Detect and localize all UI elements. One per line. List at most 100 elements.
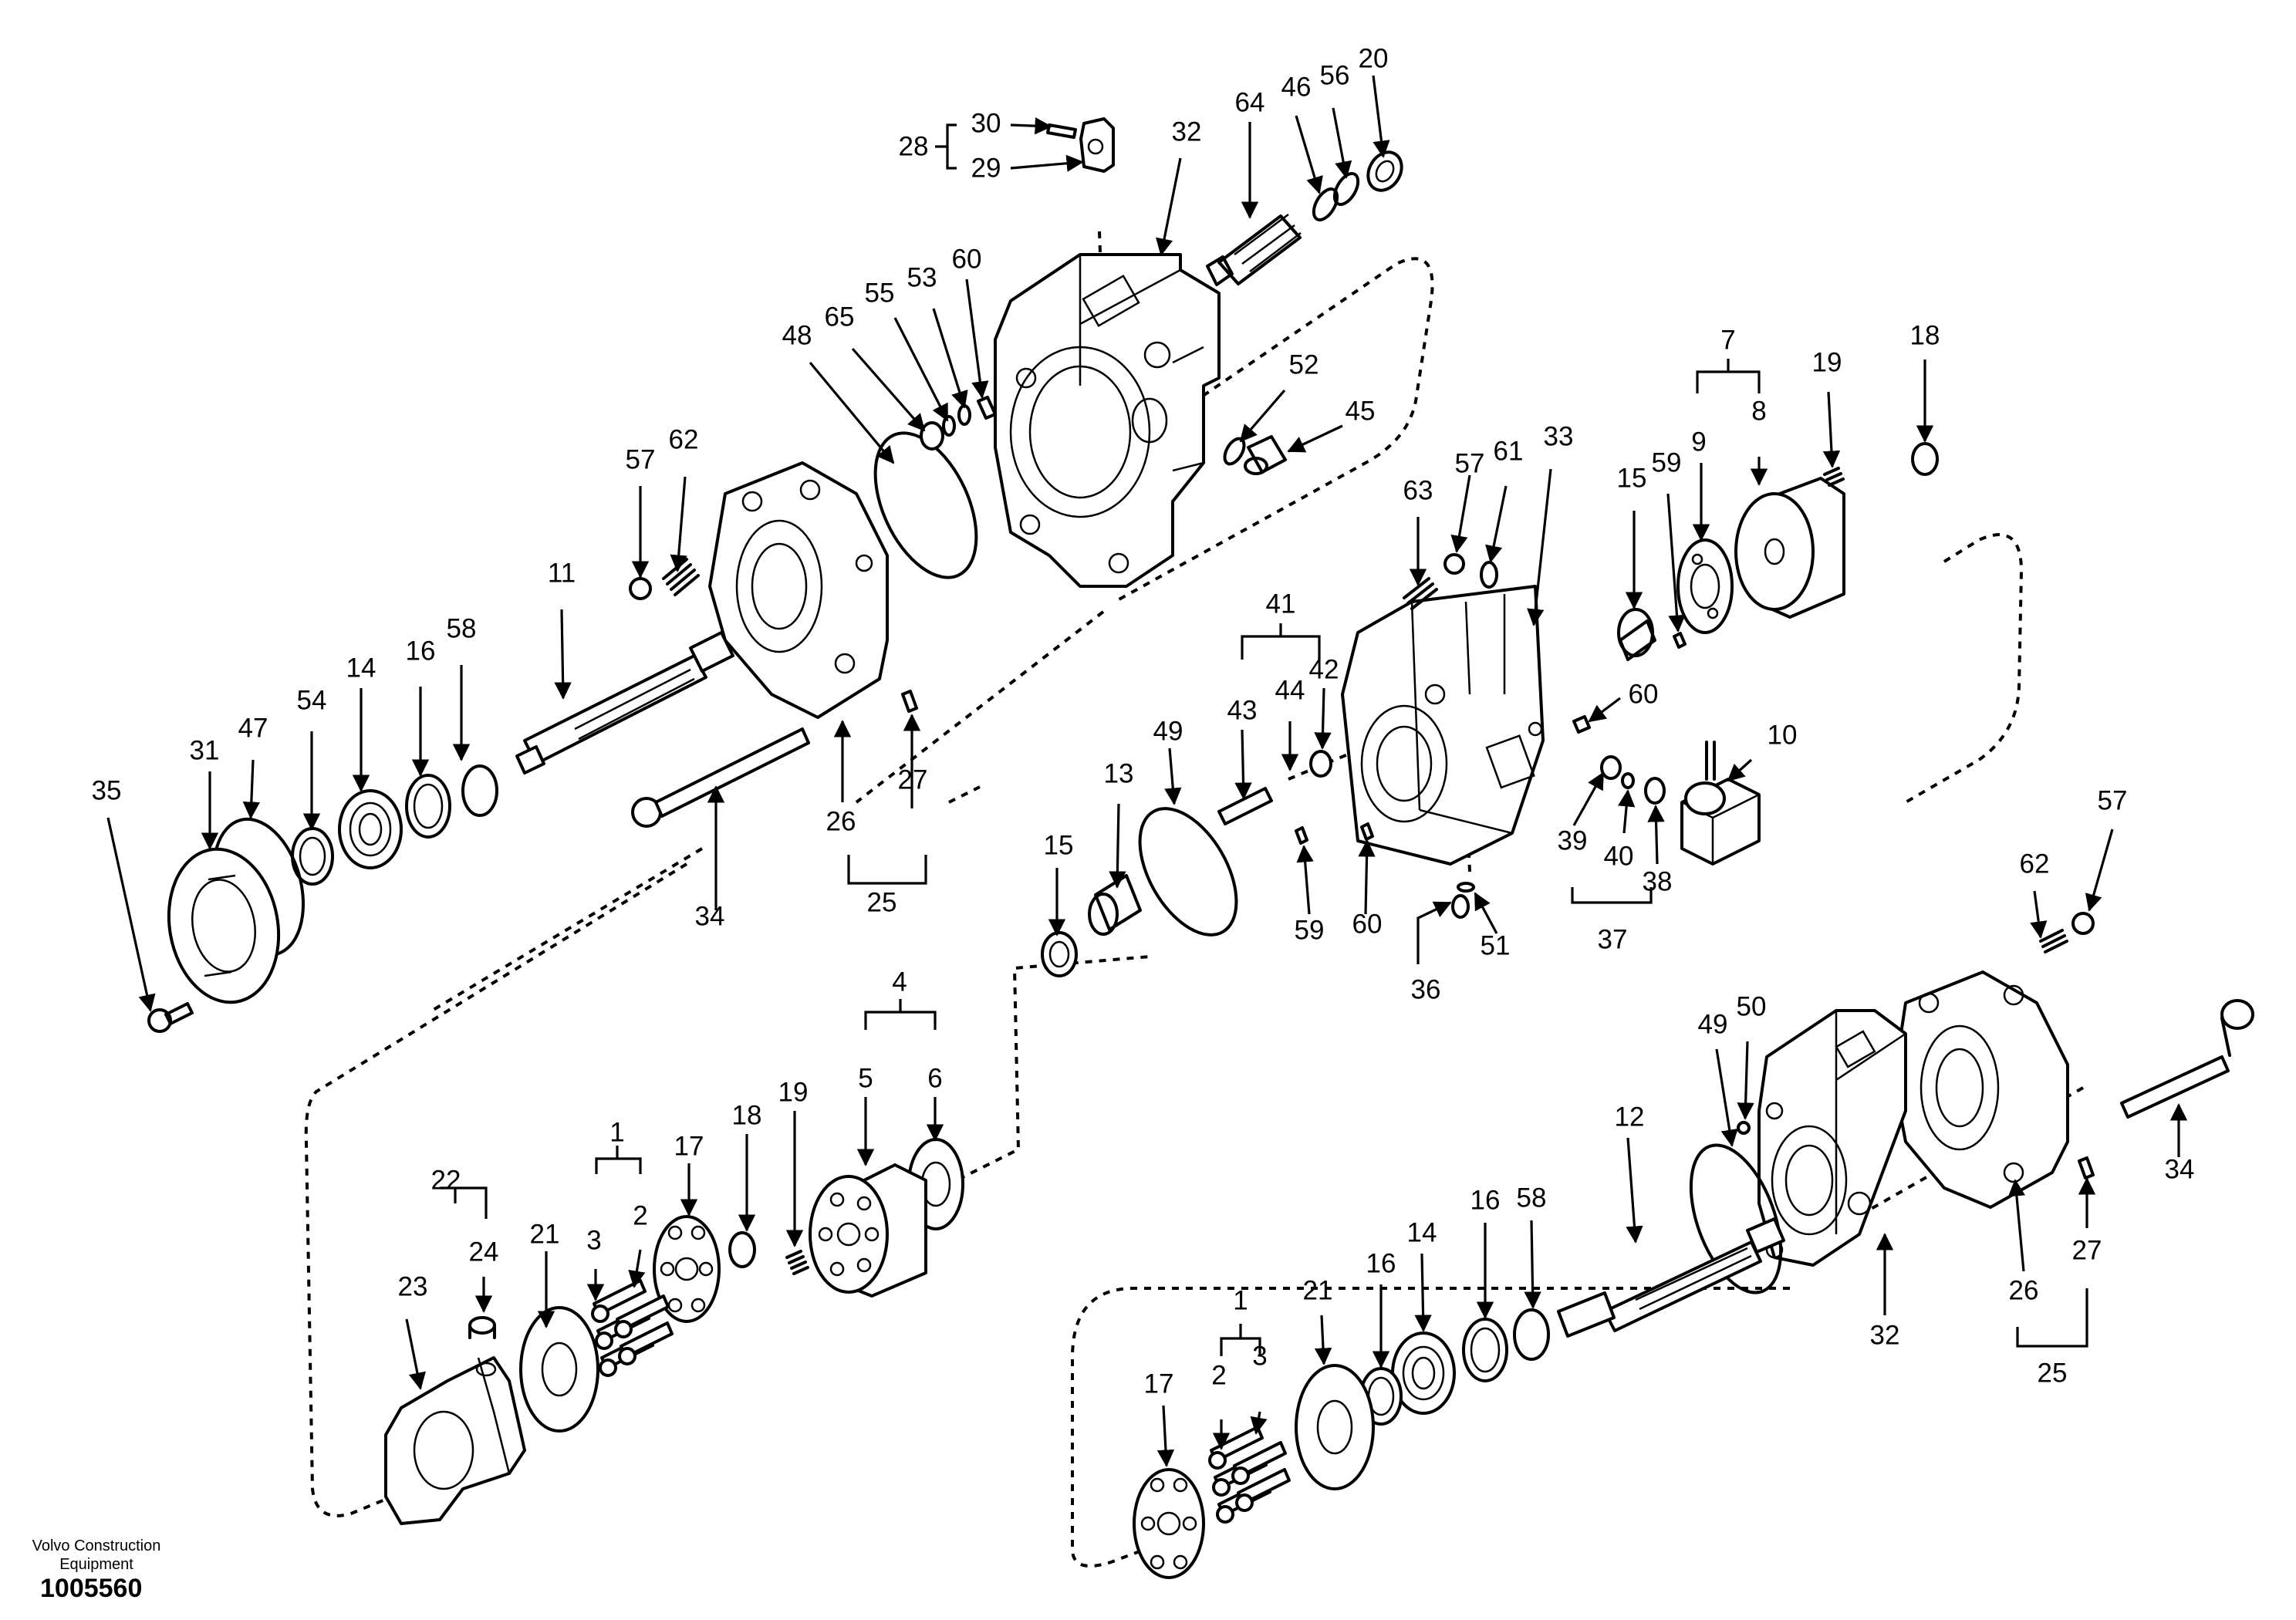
bolt-57-left (629, 577, 652, 600)
o-ring-46-part (1312, 187, 1339, 221)
callout-15-mid: 15 (1044, 830, 1074, 860)
callout-2-left: 2 (633, 1200, 647, 1230)
o-ring-49-right (1689, 1143, 1783, 1294)
nut-57-center (1443, 553, 1465, 575)
callout-62-left: 62 (669, 424, 699, 454)
callout-26-left: 26 (826, 806, 856, 836)
callout-60-center: 60 (1352, 909, 1383, 939)
callout-3-left: 3 (586, 1225, 601, 1255)
callout-60-top: 60 (952, 244, 982, 274)
pin-27-left (901, 690, 918, 713)
callout-17-left: 17 (674, 1131, 704, 1161)
callout-52: 52 (1289, 349, 1319, 380)
callout-54: 54 (297, 685, 327, 715)
pin-43-part (1217, 787, 1273, 825)
bolt-34-left (631, 727, 810, 828)
callout-29: 29 (971, 153, 1001, 183)
callout-57-left: 57 (626, 444, 656, 474)
ring-56-part (1332, 172, 1360, 206)
callout-25-right: 25 (2038, 1358, 2068, 1388)
small-parts-65-55-53-60 (920, 396, 997, 451)
callout-59-upper: 59 (1652, 447, 1682, 478)
bearing-14-left (338, 789, 403, 869)
spacer-16-right-a (1462, 1318, 1508, 1382)
pin-60-right (1572, 715, 1591, 734)
valve-block-33 (1341, 585, 1545, 866)
callout-20: 20 (1359, 43, 1389, 73)
callout-11: 11 (548, 558, 576, 588)
callout-48: 48 (782, 320, 812, 350)
callout-7: 7 (1720, 325, 1735, 355)
parts-37-group (1600, 755, 1666, 805)
bearing-race-58-left (461, 764, 498, 817)
pin-27-right (2078, 1156, 2095, 1180)
callout-16-left: 16 (406, 636, 436, 666)
pin-29-part (1079, 117, 1115, 173)
o-ring-48-part (873, 431, 978, 579)
callout-50: 50 (1737, 991, 1767, 1021)
callout-51: 51 (1481, 930, 1511, 960)
nut-20-part (1366, 150, 1403, 192)
callout-1-left: 1 (609, 1117, 624, 1147)
brand-label: Volvo Construction Equipment (15, 1537, 177, 1574)
callout-18-lower: 18 (732, 1100, 762, 1130)
callout-36: 36 (1411, 974, 1441, 1004)
bearing-race-58-right (1513, 1308, 1550, 1361)
callout-25-left: 25 (867, 887, 897, 917)
callout-28: 28 (899, 131, 929, 161)
nut-57-right (2071, 912, 2095, 935)
callout-57-center: 57 (1455, 448, 1485, 478)
callout-58-left: 58 (447, 613, 477, 643)
plug-36-51 (1451, 882, 1475, 919)
brand-line-1: Volvo Construction (32, 1537, 161, 1554)
callout-34-right: 34 (2165, 1154, 2195, 1184)
callout-3-right: 3 (1252, 1341, 1267, 1371)
retainer-plate-17-left (653, 1215, 721, 1323)
callout-19-upper: 19 (1812, 347, 1842, 377)
callout-42: 42 (1309, 654, 1339, 684)
shoe-plate-21-left (519, 1306, 599, 1433)
spring-19-lower (785, 1250, 809, 1275)
callout-58-right: 58 (1517, 1183, 1547, 1213)
callout-32-top: 32 (1172, 116, 1202, 147)
plug-64-part (1206, 213, 1302, 286)
pump-housing-32-bottom (1757, 1009, 1907, 1267)
callout-41: 41 (1266, 589, 1296, 619)
leader-lines (106, 75, 2188, 1467)
bushing-15-top (1617, 608, 1656, 661)
callout-1-right: 1 (1233, 1285, 1248, 1315)
callout-55: 55 (865, 278, 895, 308)
callout-30: 30 (971, 108, 1001, 138)
fitting-61-part (1480, 561, 1498, 589)
callout-56: 56 (1320, 60, 1350, 90)
drive-shaft-12 (1557, 1217, 1785, 1338)
port-cover-26-left (708, 461, 889, 719)
shoe-plate-21-right (1295, 1364, 1375, 1490)
callout-40: 40 (1604, 841, 1634, 871)
callout-31: 31 (190, 735, 220, 765)
callout-32-bottom: 32 (1870, 1320, 1900, 1350)
callout-37: 37 (1598, 924, 1628, 954)
callout-9: 9 (1691, 427, 1706, 457)
callout-17-right: 17 (1144, 1369, 1174, 1399)
callout-33: 33 (1544, 421, 1574, 451)
bushing-18-upper (1911, 442, 1939, 476)
valve-plate-9-part (1676, 538, 1734, 634)
callout-24: 24 (469, 1237, 499, 1267)
callout-57-right: 57 (2098, 785, 2128, 815)
bushing-24-part (468, 1316, 496, 1339)
callout-27-left: 27 (898, 764, 928, 795)
callout-21-left: 21 (530, 1219, 560, 1249)
callout-49-center: 49 (1153, 716, 1183, 746)
callout-43: 43 (1227, 695, 1258, 725)
callout-46: 46 (1281, 72, 1312, 102)
callout-39: 39 (1558, 825, 1588, 856)
bushing-15-mid (1041, 931, 1078, 977)
plug-42-part (1309, 750, 1332, 778)
o-ring-52-part (1223, 437, 1246, 466)
callout-35: 35 (92, 775, 122, 805)
callout-13: 13 (1104, 758, 1134, 788)
callout-44: 44 (1275, 675, 1305, 705)
callout-26-right: 26 (2009, 1275, 2039, 1305)
